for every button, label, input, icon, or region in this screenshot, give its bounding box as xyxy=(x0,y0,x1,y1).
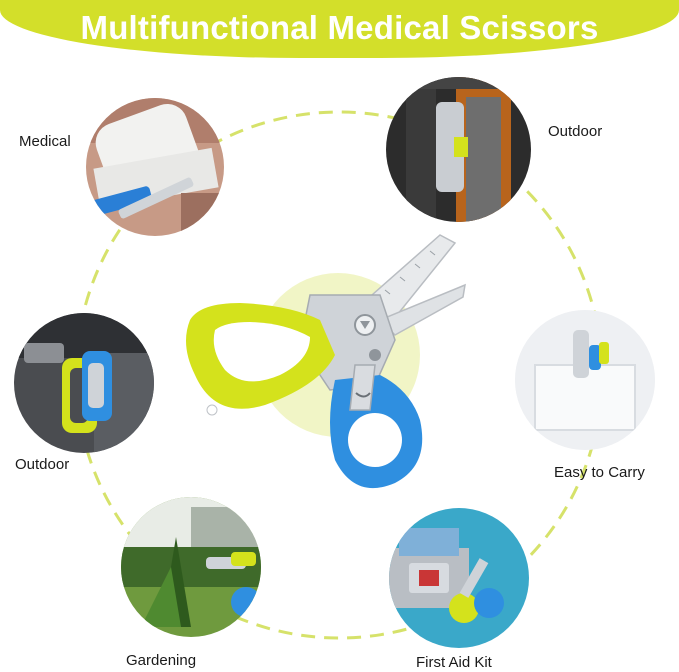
gardening-label: Gardening xyxy=(126,652,197,669)
medical-label: Medical xyxy=(19,133,71,150)
gardening-photo xyxy=(121,497,261,637)
easy-to-carry-label: Easy to Carry xyxy=(554,464,645,481)
banner-title: Multifunctional Medical Scissors xyxy=(80,9,599,46)
first-aid-kit-label: First Aid Kit xyxy=(416,654,492,671)
outdoor-top-label: Outdoor xyxy=(548,123,603,140)
first-aid-kit-photo xyxy=(389,508,529,648)
easy-to-carry-photo xyxy=(515,310,655,450)
medical-photo xyxy=(86,98,224,236)
outdoor-backpack-photo xyxy=(14,313,154,453)
outdoor-bag-photo xyxy=(386,77,531,222)
scissors-product xyxy=(170,225,470,505)
outdoor-left-label: Outdoor xyxy=(15,456,70,473)
